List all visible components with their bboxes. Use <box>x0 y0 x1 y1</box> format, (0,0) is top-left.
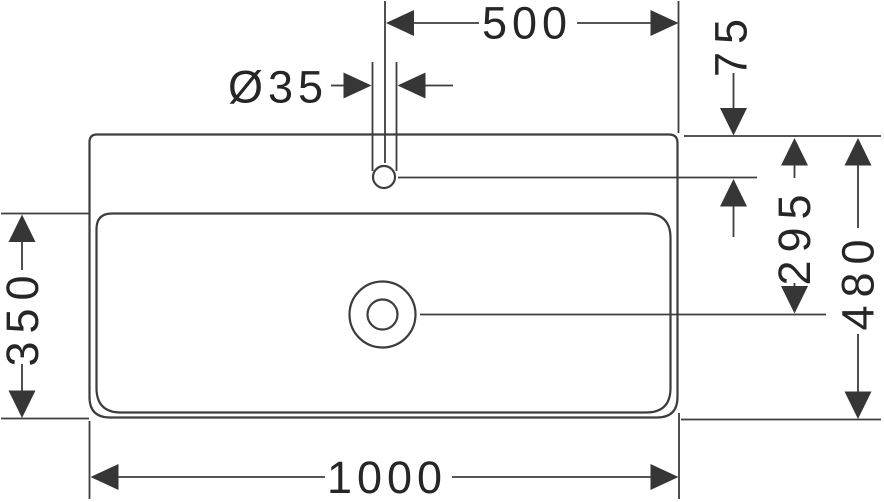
arrowhead-up-icon <box>720 179 747 207</box>
dimension-label-500: 500 <box>482 0 572 49</box>
dimension-label-295: 295 <box>769 186 820 285</box>
basin-outer-outline <box>88 133 679 419</box>
dimension-75: 75 <box>706 11 757 237</box>
basin <box>88 133 679 419</box>
arrowhead-down-icon <box>8 390 36 418</box>
dimension-taphole-diameter: Ø35 <box>228 62 453 113</box>
dimension-1000: 1000 <box>90 452 679 502</box>
arrowhead-down-icon <box>844 391 872 419</box>
dimension-label-75: 75 <box>706 11 757 77</box>
dimension-480: 480 <box>833 138 884 419</box>
arrowhead-down-icon <box>781 286 808 314</box>
dimension-350: 350 <box>0 214 48 418</box>
dimension-500: 500 <box>386 0 679 49</box>
arrowhead-down-icon <box>720 108 747 136</box>
dimension-295: 295 <box>769 138 820 314</box>
arrowhead-up-icon <box>8 214 36 242</box>
arrowhead-left-icon <box>90 464 119 490</box>
arrowhead-left-icon <box>397 72 426 99</box>
dimension-label-350: 350 <box>0 267 48 366</box>
dimension-label-diameter-35: Ø35 <box>228 62 328 113</box>
basin-bowl-outline <box>95 212 672 414</box>
arrowhead-right-icon <box>343 72 372 99</box>
drain-outer-circle <box>348 280 417 349</box>
faucet-hole <box>371 164 397 190</box>
dimension-label-1000: 1000 <box>327 452 447 502</box>
arrowhead-up-icon <box>781 138 808 166</box>
arrowhead-left-icon <box>386 10 414 36</box>
arrowhead-up-icon <box>844 138 872 166</box>
drain-inner-circle <box>366 298 399 331</box>
dimension-label-480: 480 <box>833 231 884 330</box>
arrowhead-right-icon <box>650 464 679 490</box>
arrowhead-right-icon <box>650 10 679 36</box>
